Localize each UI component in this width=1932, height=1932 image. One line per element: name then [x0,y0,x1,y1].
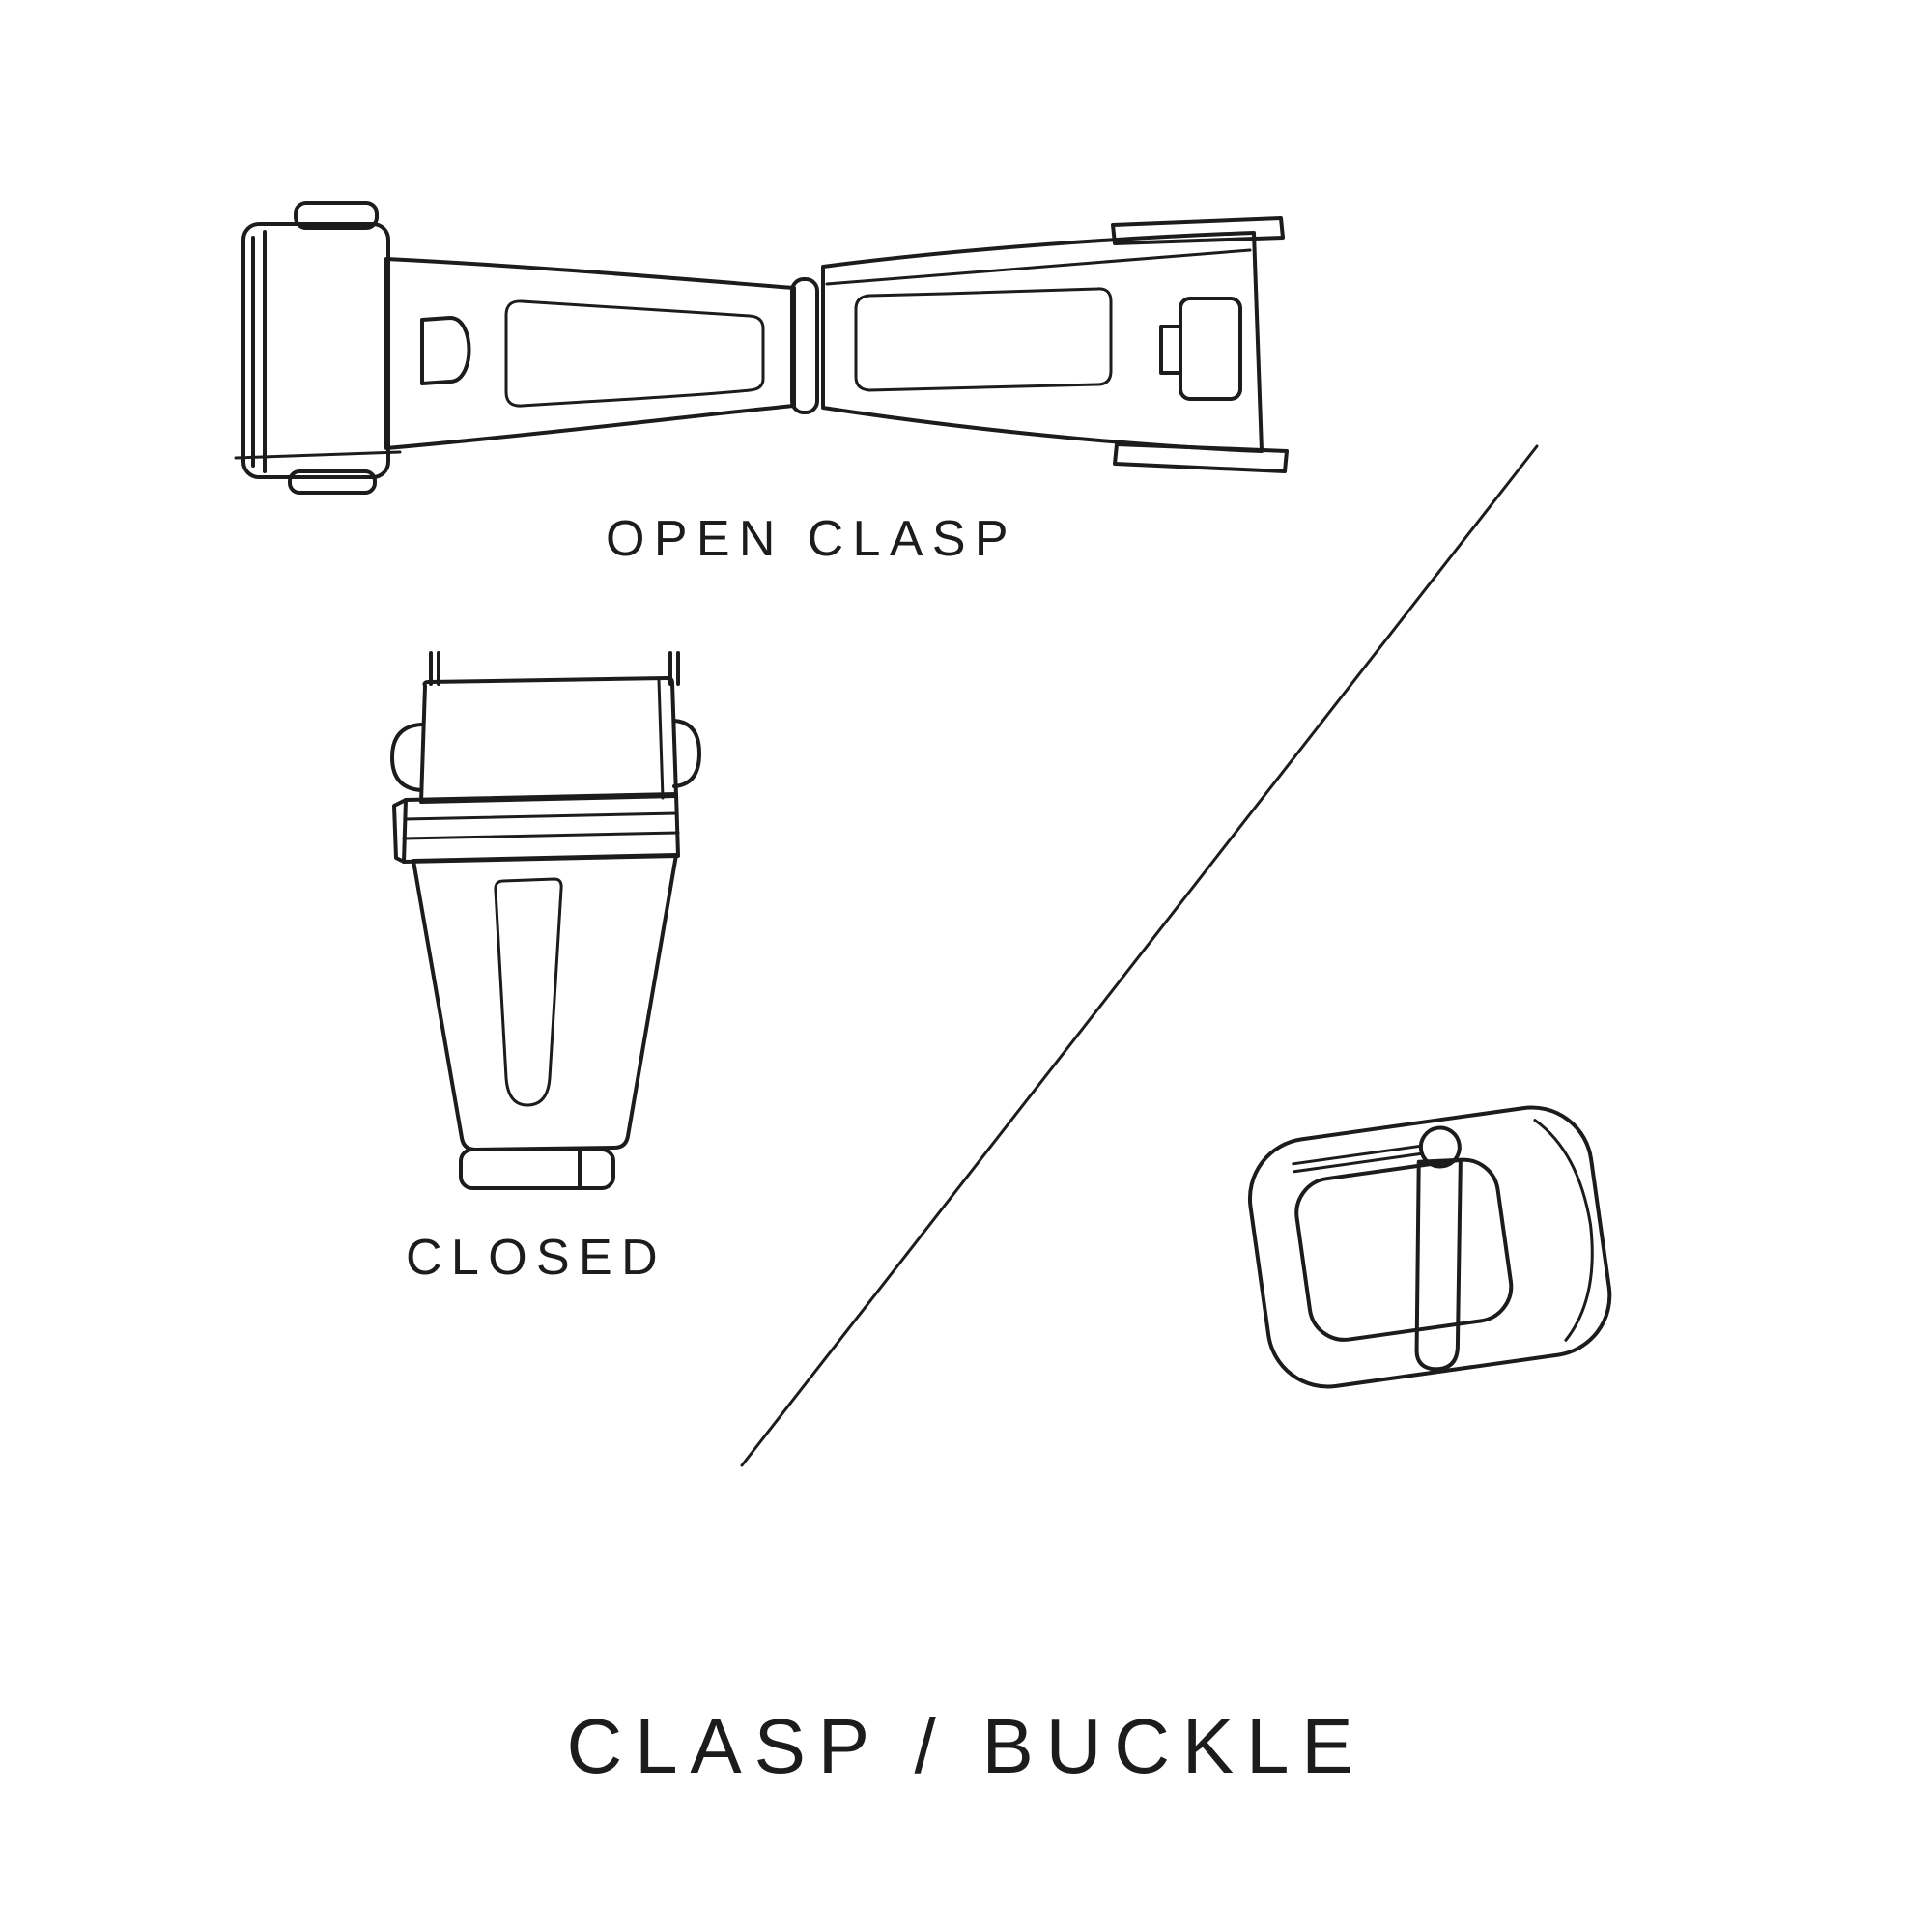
buckle-icon [1247,1105,1612,1389]
open-clasp-icon [234,201,1289,495]
closed-clasp-icon [390,651,701,1190]
divider-line [740,444,1539,1467]
closed-clasp-label: CLOSED [406,1230,667,1286]
page-title: CLASP / BUCKLE [566,1703,1366,1789]
open-clasp-label: OPEN CLASP [606,511,1017,567]
